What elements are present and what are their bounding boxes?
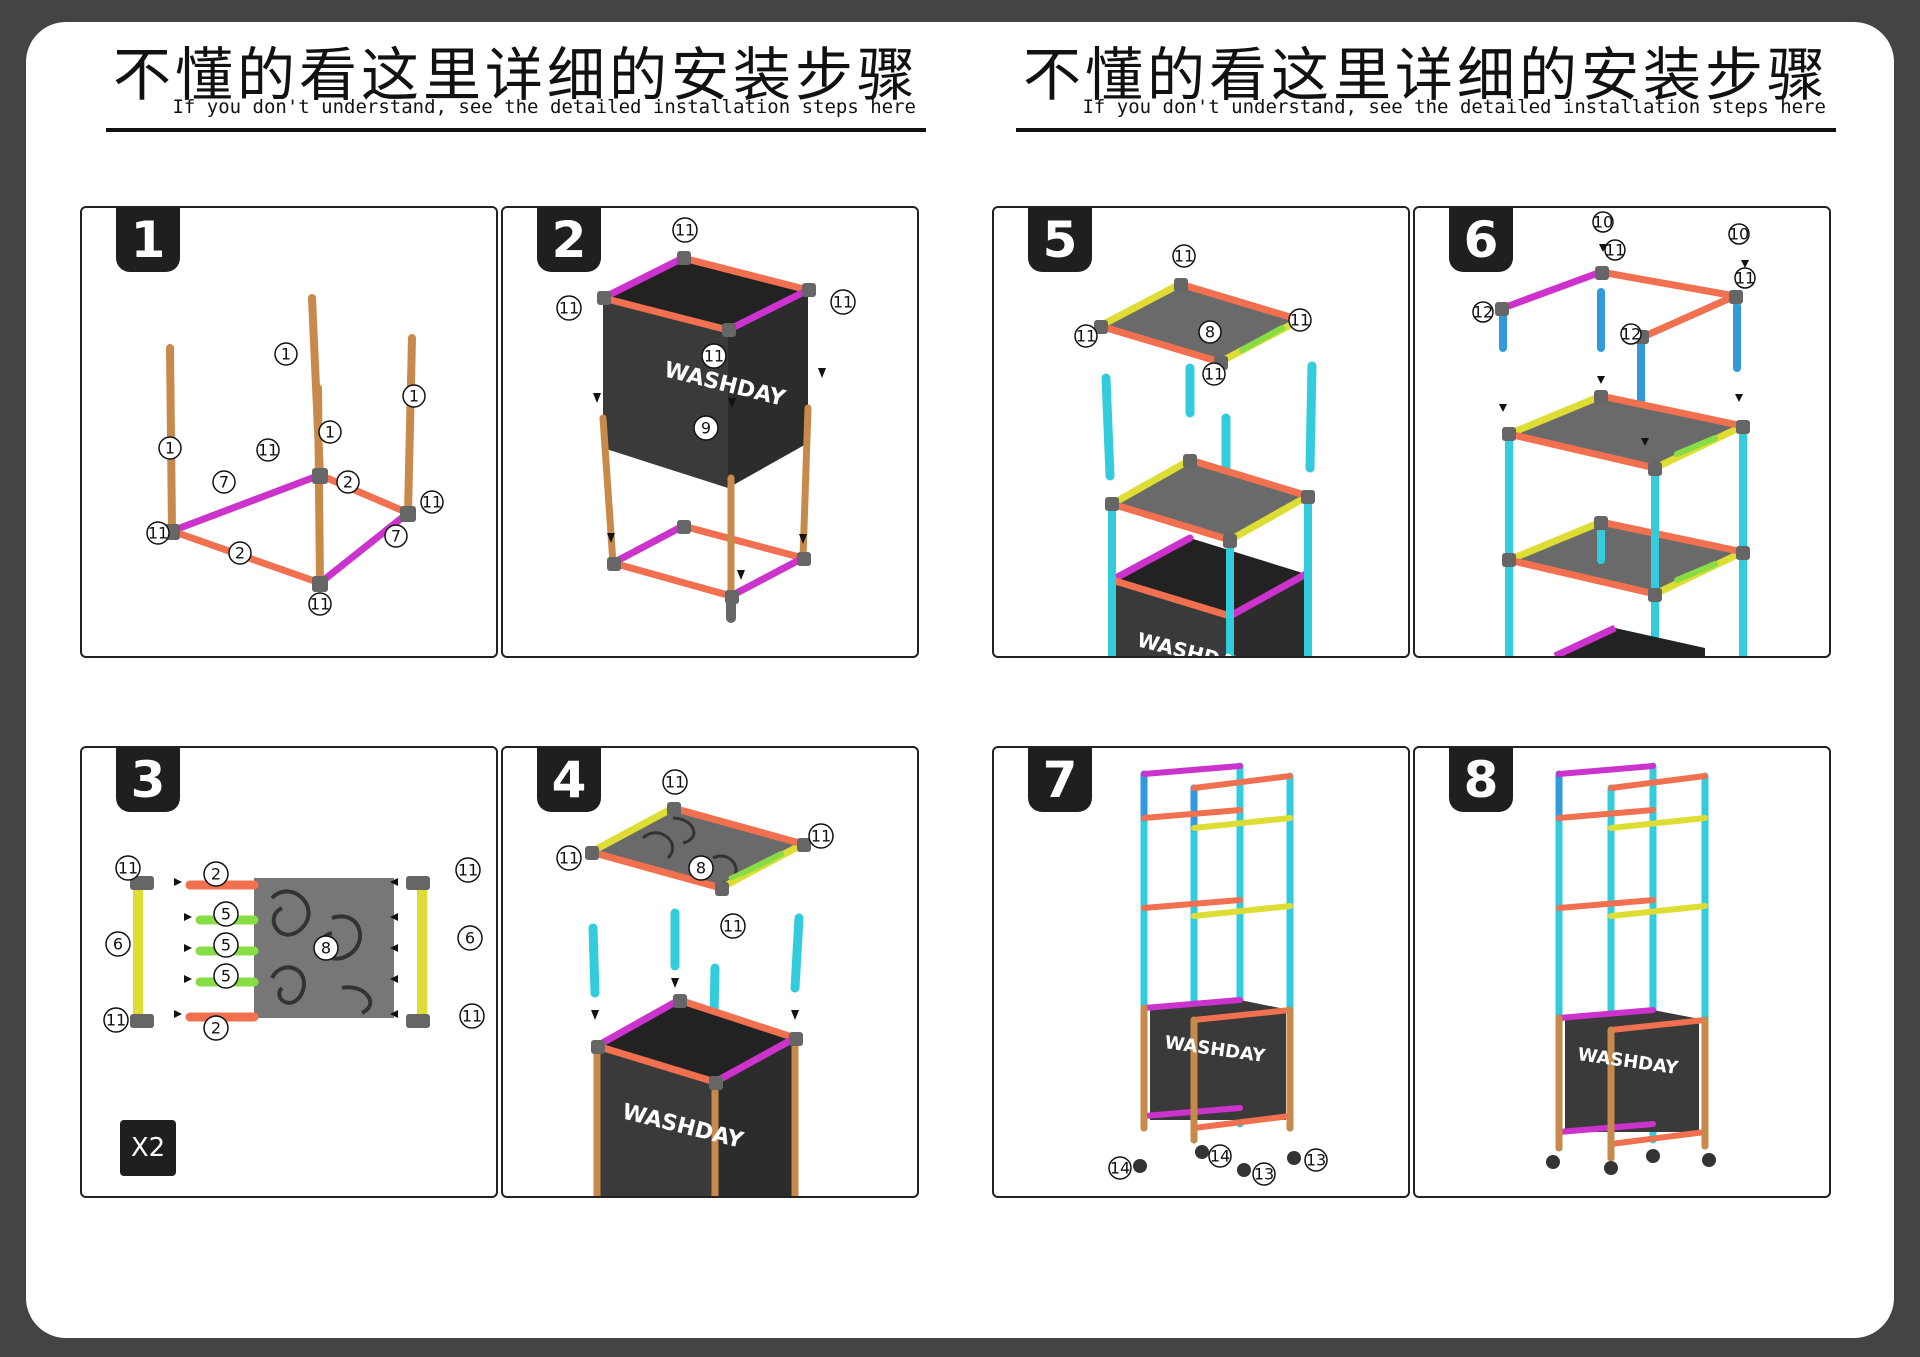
step-panel-2: 2 (501, 206, 919, 658)
part-label: 11 (559, 299, 579, 318)
part-label: 7 (219, 473, 229, 492)
part-label: 12 (1621, 325, 1641, 344)
part-label: 11 (258, 441, 278, 460)
part-label: 11 (1735, 269, 1755, 288)
instruction-sheet: 不懂的看这里详细的安装步骤 If you don't understand, s… (26, 22, 1894, 1338)
header-title-cn: 不懂的看这里详细的安装步骤 (1022, 41, 1829, 109)
step-number-badge: 2 (537, 208, 601, 272)
step-panel-5: 5 (992, 206, 1410, 658)
part-label: 8 (1205, 323, 1215, 342)
part-label: 11 (458, 861, 478, 880)
step-4-diagram: WASHDAY 11 11 11 8 11 (556, 769, 834, 1196)
part-label: 11 (704, 347, 724, 366)
part-label: 1 (165, 439, 175, 458)
step-8-diagram: WASHDAY (1546, 762, 1716, 1175)
step-panel-6: 6 (1413, 206, 1831, 658)
step-panel-8: 8 WASHDAY (1413, 746, 1831, 1198)
step-number-badge: 6 (1449, 208, 1513, 272)
step-number-badge: 1 (116, 208, 180, 272)
part-label: 1 (409, 387, 419, 406)
part-label: 2 (343, 473, 353, 492)
part-label: 11 (462, 1007, 482, 1026)
step-panel-7: 7 WASHD (992, 746, 1410, 1198)
step-number-badge: 3 (116, 748, 180, 812)
part-label: 6 (465, 929, 475, 948)
header-title-cn: 不懂的看这里详细的安装步骤 (112, 41, 919, 109)
step-number-badge: 7 (1028, 748, 1092, 812)
part-label: 11 (148, 524, 168, 543)
part-label: 13 (1254, 1165, 1274, 1184)
part-label: 11 (559, 849, 579, 868)
part-label: 11 (723, 917, 743, 936)
part-label: 11 (106, 1011, 126, 1030)
part-label: 5 (221, 905, 231, 924)
step-panel-1: 1 1 1 1 (80, 206, 498, 658)
step-7-diagram: WASHDAY 14 14 13 13 (1108, 762, 1328, 1186)
multiplier-badge: X2 (120, 1120, 176, 1176)
part-label: 10 (1593, 213, 1613, 232)
part-label: 2 (211, 1019, 221, 1038)
part-label: 11 (811, 827, 831, 846)
part-label: 7 (391, 527, 401, 546)
part-label: 5 (221, 936, 231, 955)
part-label: 8 (696, 859, 706, 878)
part-label: 11 (1076, 327, 1096, 346)
step-2-diagram: WASHDAY 11 11 11 11 9 (556, 217, 856, 623)
header-subtitle-en: If you don't understand, see the detaile… (1082, 96, 1826, 118)
part-label: 11 (1174, 247, 1194, 266)
header-rule (1016, 128, 1836, 132)
step-1-diagram: 1 1 1 1 11 7 2 11 7 2 11 11 (146, 294, 444, 616)
part-label: 10 (1729, 225, 1749, 244)
step-3-diagram: 11 6 11 2 5 5 5 2 8 11 6 11 (103, 855, 485, 1041)
part-label: 11 (675, 221, 695, 240)
part-label: 12 (1473, 303, 1493, 322)
part-label: 8 (321, 939, 331, 958)
part-label: 11 (422, 493, 442, 512)
step-5-diagram: WASHDAY 11 11 11 8 11 (1074, 244, 1317, 656)
part-label: 11 (665, 773, 685, 792)
step-number-badge: 4 (537, 748, 601, 812)
part-label: 2 (235, 544, 245, 563)
part-label: 11 (1204, 365, 1224, 384)
part-label: 9 (701, 419, 711, 438)
part-label: 11 (833, 293, 853, 312)
part-label: 1 (281, 345, 291, 364)
part-label: 11 (118, 859, 138, 878)
step-panel-3: 3 X2 (80, 746, 498, 1198)
part-label: 14 (1110, 1159, 1130, 1178)
part-label: 2 (211, 865, 221, 884)
step-number-badge: 8 (1449, 748, 1513, 812)
part-label: 14 (1210, 1147, 1230, 1166)
part-label: 6 (113, 935, 123, 954)
part-label: 11 (1290, 311, 1310, 330)
header-subtitle-en: If you don't understand, see the detaile… (172, 96, 916, 118)
part-label: 11 (310, 595, 330, 614)
part-label: 5 (221, 967, 231, 986)
step-6-diagram: 10 11 10 11 12 12 (1472, 211, 1756, 656)
part-label: 11 (1605, 241, 1625, 260)
part-label: 1 (325, 423, 335, 442)
step-panel-4: 4 (501, 746, 919, 1198)
step-number-badge: 5 (1028, 208, 1092, 272)
header-rule (106, 128, 926, 132)
part-label: 13 (1306, 1151, 1326, 1170)
